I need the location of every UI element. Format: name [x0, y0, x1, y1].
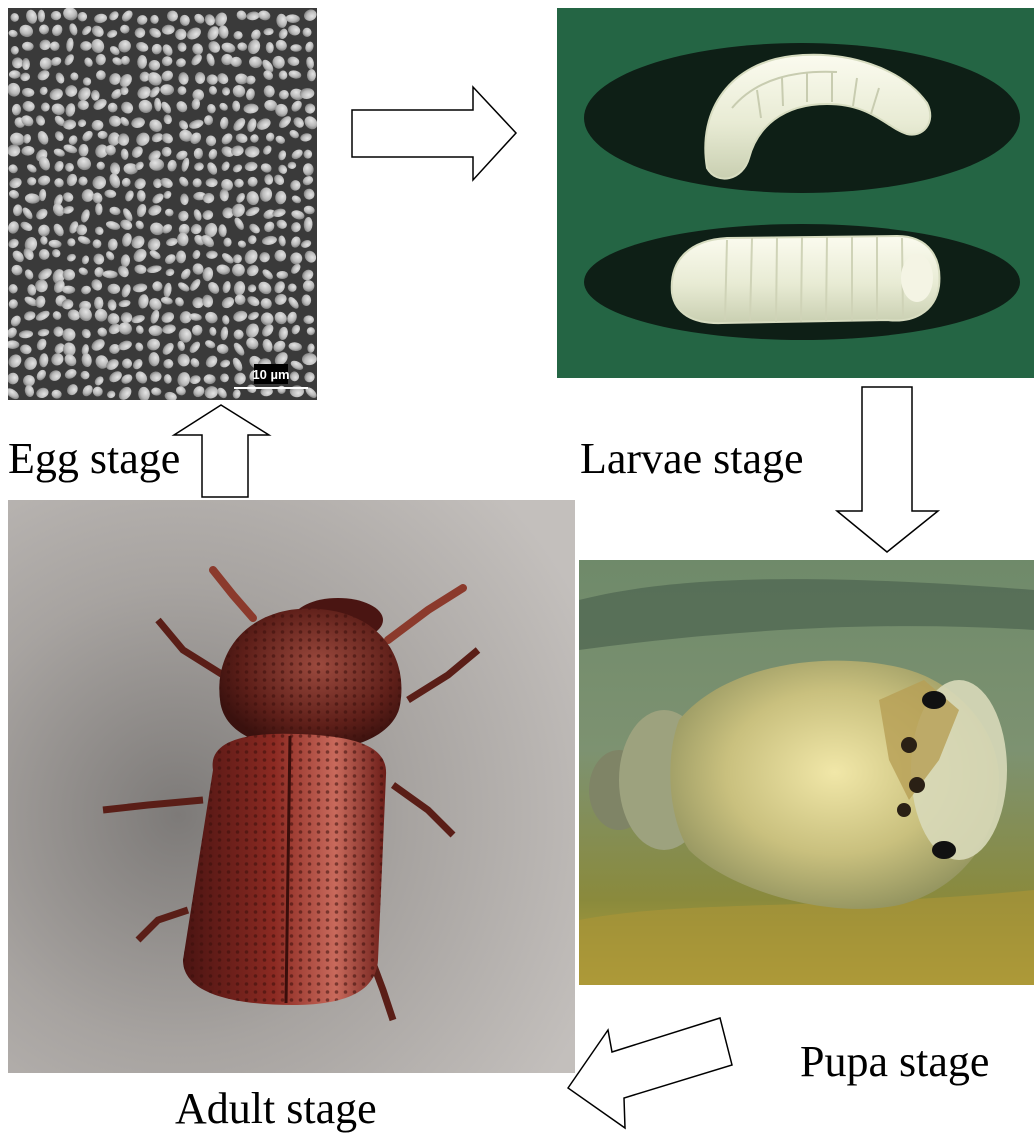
egg-surface-grain [277, 271, 289, 279]
larvae-photo [557, 8, 1034, 378]
egg-surface-grain [303, 315, 314, 324]
arrow-adult-to-egg [172, 403, 272, 499]
arrow-larvae-to-pupa [835, 385, 941, 555]
svg-text:10 µm: 10 µm [252, 367, 289, 382]
arrow-egg-to-larvae [350, 85, 520, 185]
pupa-photo [579, 560, 1034, 985]
pupa-stage-label: Pupa stage [800, 1040, 989, 1084]
egg-stage-label: Egg stage [8, 437, 180, 481]
egg-micrograph: 10 µm [8, 8, 317, 400]
egg-surface-grain [149, 159, 164, 171]
egg-surface-grain [67, 238, 75, 246]
egg-surface-grain [290, 44, 301, 52]
larvae-stage-label: Larvae stage [580, 437, 804, 481]
egg-surface-grain [223, 238, 231, 247]
egg-surface-grain [94, 297, 103, 310]
egg-surface-grain [38, 10, 45, 23]
adult-beetle-photo [8, 500, 575, 1073]
larva-straight [672, 236, 940, 323]
adult-stage-label: Adult stage [175, 1087, 377, 1131]
arrow-pupa-to-adult [560, 1010, 735, 1132]
egg-surface-grain [95, 203, 102, 215]
egg-surface-grain [303, 163, 314, 176]
